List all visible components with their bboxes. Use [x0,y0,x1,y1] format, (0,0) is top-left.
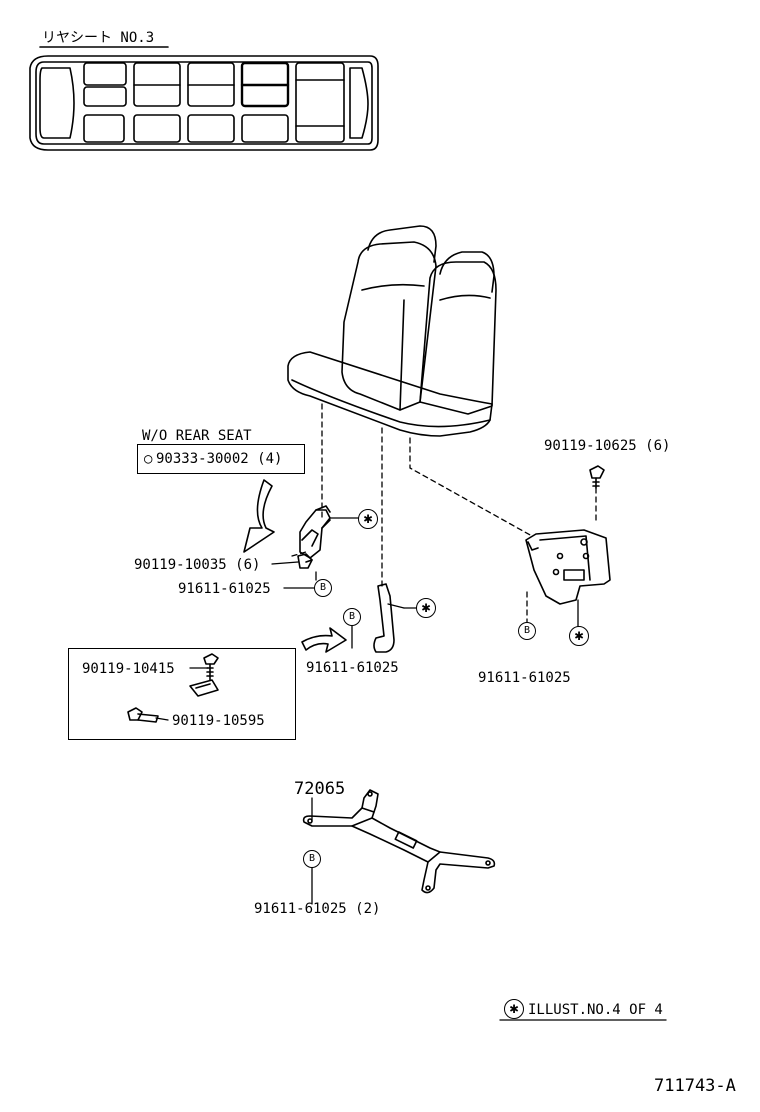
part-label-right-b: 91611-61025 [478,670,571,686]
leader-lines-dashed [291,403,597,623]
left-bracket-drawing [299,505,331,559]
inset-bolt-1-drawing [203,653,219,681]
diagram-title: リヤシート NO.3 [42,30,155,46]
bolt-top-right-drawing [589,465,605,489]
part-label-inset-bottom: 90119-10595 [172,713,265,729]
star-marker-mid: ✱ [416,598,436,618]
b-marker-left: B [314,579,332,597]
middle-bracket-drawing [373,583,395,653]
part-label-bottom-b: 91611-61025 (2) [254,901,381,917]
illustration-note: ILLUST.NO.4 OF 4 [528,1002,663,1018]
part-label-top-right: 90119-10625 (6) [544,438,671,454]
alt-part-number: 90333-30002 (4) [156,451,283,467]
vehicle-layout-icon [29,55,379,151]
star-marker-legend: ✱ [504,999,524,1019]
inset-box [68,648,296,740]
wo-rear-seat-label: W/O REAR SEAT [142,428,252,444]
part-label-inset-top: 90119-10415 [82,661,175,677]
b-marker-right: B [518,622,536,640]
inset-bolt-2-drawing [127,707,159,723]
right-bracket-drawing [525,529,611,605]
leader-lines-solid [155,517,667,1021]
b-marker-bottom: B [303,850,321,868]
assembly-number: 72065 [294,779,346,799]
alt-part-box [137,444,305,474]
star-marker-left: ✱ [358,509,378,529]
bolt-left-drawing [297,553,313,569]
alt-part-symbol: ○ [144,451,153,467]
inset-clip-drawing [189,679,219,697]
part-label-mid-b: 91611-61025 [306,660,399,676]
drawing-number: 711743-A [654,1076,736,1096]
b-marker-mid: B [343,608,361,626]
arrow-curved-1 [243,479,275,553]
part-label-left-b: 91611-61025 [178,581,271,597]
part-label-left-bolt: 90119-10035 (6) [134,557,261,573]
bench-seat-drawing [287,225,497,437]
frame-assembly-drawing [302,789,496,894]
arrow-curved-2 [301,627,347,653]
star-marker-right: ✱ [569,626,589,646]
